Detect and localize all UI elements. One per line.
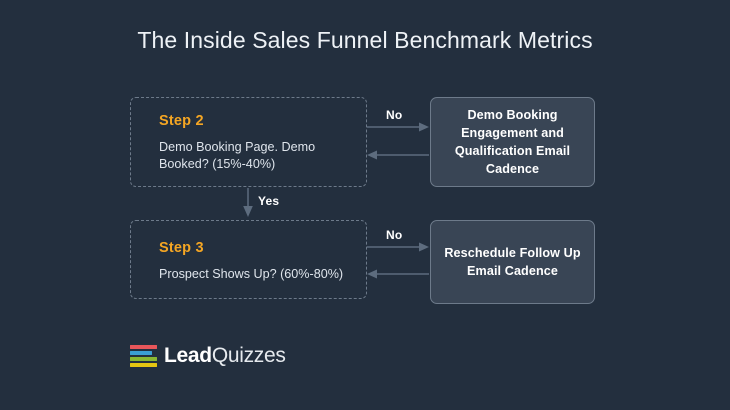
connector-cadence1-to-step2: [367, 150, 429, 160]
step-label-step2: Step 2: [159, 113, 204, 129]
logo-bar-green: [130, 357, 157, 362]
logo-word-lead: Lead: [164, 344, 212, 367]
action-node-reschedule-cadence[interactable]: Reschedule Follow Up Email Cadence: [430, 220, 595, 304]
decision-node-step3[interactable]: Step 3 Prospect Shows Up? (60%-80%): [130, 220, 367, 299]
action-node-demo-booking-cadence[interactable]: Demo Booking Engagement and Qualificatio…: [430, 97, 595, 187]
logo-bar-blue: [130, 350, 152, 355]
connector-step2-to-step3: [243, 188, 253, 217]
leadquizzes-logo: LeadQuizzes: [130, 344, 286, 368]
logo-wordmark: LeadQuizzes: [164, 344, 286, 368]
connector-cadence2-to-step3: [367, 269, 429, 279]
edge-label-yes: Yes: [258, 194, 280, 208]
step-description-step2: Demo Booking Page. Demo Booked? (15%-40%…: [159, 140, 316, 171]
logo-bar-red: [130, 344, 157, 349]
edge-label-no-step2: No: [386, 108, 403, 122]
connector-step3-to-cadence2: [367, 242, 429, 252]
action-node-label-cadence2: Reschedule Follow Up Email Cadence: [444, 246, 581, 278]
step-description-step3: Prospect Shows Up? (60%-80%): [159, 267, 344, 281]
edge-label-no-step3: No: [386, 228, 403, 242]
step-label-step3: Step 3: [159, 240, 204, 256]
decision-node-step2[interactable]: Step 2 Demo Booking Page. Demo Booked? (…: [130, 97, 367, 187]
logo-bars-icon: [130, 344, 157, 368]
logo-bar-yellow: [130, 363, 157, 368]
action-node-label-cadence1: Demo Booking Engagement and Qualificatio…: [454, 108, 571, 176]
page-title: The Inside Sales Funnel Benchmark Metric…: [137, 27, 593, 53]
connector-step2-to-cadence1: [367, 122, 429, 132]
logo-word-quizzes: Quizzes: [211, 344, 286, 367]
